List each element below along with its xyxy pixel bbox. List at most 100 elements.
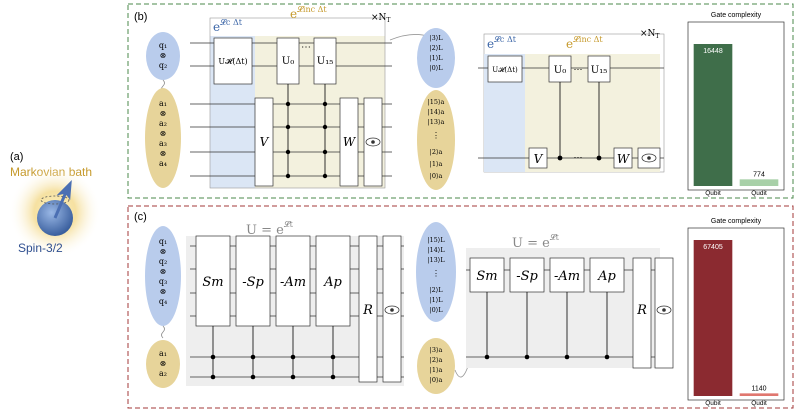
gate-v-label: V — [260, 135, 270, 149]
qudit-exp-incoherent: e𝓛inc Δt — [566, 34, 603, 51]
tensor-symbol: ⊗ — [160, 247, 167, 256]
qudit-state: |0⟩a — [430, 172, 443, 180]
qudit-state: |15⟩L — [427, 236, 445, 244]
qudit-gate-1 — [469, 257, 505, 293]
qudit-gate-r-label: R — [636, 303, 647, 318]
bar-qudit — [739, 393, 779, 396]
gate-r — [358, 235, 378, 383]
chart-c-title: Gate complexity — [711, 218, 762, 225]
qudit-gate-label: -Sp — [516, 269, 538, 284]
qudit-state: |1⟩a — [430, 160, 443, 168]
panel-b-frame — [127, 3, 794, 199]
qubit-label-q4: q₄ — [159, 297, 167, 306]
panel-c-label: (c) — [134, 211, 147, 223]
qudit-control-dot — [596, 155, 602, 161]
ancilla-label-a1: a₁ — [159, 99, 167, 108]
measurement-eye-icon — [384, 305, 400, 315]
qudit-state: |2⟩L — [429, 286, 443, 294]
qudit-state: |15⟩a — [428, 98, 445, 106]
qudit-state: |1⟩L — [429, 54, 443, 62]
tensor-symbol: ⊗ — [160, 267, 167, 276]
qubit-register-top — [146, 32, 180, 80]
gate-r-label: R — [362, 303, 373, 318]
qubit-gate-label: -Am — [280, 275, 306, 290]
qudit-gate-label: Sm — [476, 269, 497, 284]
qudit-gate-w-label: W — [617, 152, 631, 166]
qudit-exp-coherent: e𝓛c Δt — [487, 34, 517, 51]
qudit-gate-v-label: V — [534, 152, 544, 166]
qubit-gate-1 — [195, 235, 231, 327]
bar-value-label: 774 — [753, 171, 765, 178]
control-dot — [484, 354, 490, 360]
qudit-state: |14⟩L — [427, 246, 445, 254]
qubit-label-q2: q₂ — [159, 61, 167, 70]
ancilla-label-a2: a₂ — [159, 119, 167, 128]
bar-value-label: 16448 — [703, 48, 723, 55]
control-dot — [290, 374, 296, 380]
category-label: Qubit — [705, 190, 721, 197]
coupling-spring-icon — [161, 325, 165, 339]
gate-u0-label: U₀ — [282, 56, 294, 67]
measurement-eye-icon — [656, 305, 672, 315]
gate-u-h-label: U𝓗(Δt) — [218, 57, 247, 66]
panel-a: (a) Markovian bath Spin-3/2 — [9, 151, 101, 258]
qubit-gate-label: Ap — [323, 275, 342, 290]
control-dot — [210, 354, 216, 360]
qubit-gate-label: -Sp — [242, 275, 264, 290]
control-dot — [564, 354, 570, 360]
repeat-label: ×NT — [371, 13, 390, 24]
qudit-register-top — [417, 28, 455, 88]
bar-qudit — [739, 179, 779, 186]
category-label: Qudit — [751, 190, 767, 197]
qubit-gate-label: Sm — [202, 275, 223, 290]
panel-b-label: (b) — [134, 11, 147, 23]
qudit-repeat-label: ×NT — [640, 29, 659, 40]
precession-ring-icon — [40, 195, 70, 205]
qudit-unitary-equation: U = e𝓛t — [512, 232, 560, 251]
qudit-state: |1⟩L — [429, 296, 443, 304]
bar-value-label: 67405 — [703, 244, 723, 251]
spin-arrow-icon — [53, 180, 72, 219]
bar-value-label: 1140 — [751, 385, 766, 392]
spin-label: Spin-3/2 — [18, 241, 63, 255]
qubit-register-system — [145, 226, 181, 326]
tensor-symbol: ⊗ — [160, 109, 167, 118]
control-dot — [330, 374, 336, 380]
qudit-control-dot — [557, 155, 563, 161]
qudit-gate-w — [613, 147, 633, 169]
ancilla-register-c — [146, 340, 180, 388]
qubit-label-q1: q₁ — [159, 237, 167, 246]
ancilla-register — [145, 88, 181, 188]
qudit-state: |0⟩L — [429, 306, 443, 314]
qudit-state: |2⟩L — [429, 44, 443, 52]
gate-v — [254, 97, 274, 187]
ancilla-label-a1: a₁ — [159, 349, 167, 358]
qudit-measurement-gate-c — [654, 257, 674, 369]
ancilla-label-a4: a₄ — [159, 159, 167, 168]
qudit-state: |13⟩L — [427, 256, 445, 264]
dots: ⋯ — [574, 153, 583, 163]
control-dots-b — [285, 101, 328, 179]
qudit-gate-3 — [549, 257, 585, 293]
qudit-state: |14⟩a — [428, 108, 445, 116]
control-dot — [604, 354, 610, 360]
qudit-state: ⋮ — [432, 269, 440, 278]
control-dot — [250, 374, 256, 380]
exp-incoherent: e𝓛inc Δt — [290, 4, 327, 21]
measurement-eye-icon — [641, 153, 657, 163]
tensor-symbol: ⊗ — [160, 287, 167, 296]
measurement-eye-icon — [365, 137, 381, 147]
exp-coherent: e𝓛c Δt — [213, 17, 243, 34]
control-dot — [290, 354, 296, 360]
control-lines-b — [287, 84, 326, 176]
qudit-gate-4 — [589, 257, 625, 293]
gate-w — [339, 97, 359, 187]
qudit-gate-label: -Am — [554, 269, 580, 284]
qudit-gate-u15-label: U₁₅ — [591, 65, 607, 76]
qudit-register-system — [416, 222, 456, 322]
qudit-gate-u0-label: U₀ — [554, 65, 566, 76]
bar-qubit — [693, 240, 733, 396]
